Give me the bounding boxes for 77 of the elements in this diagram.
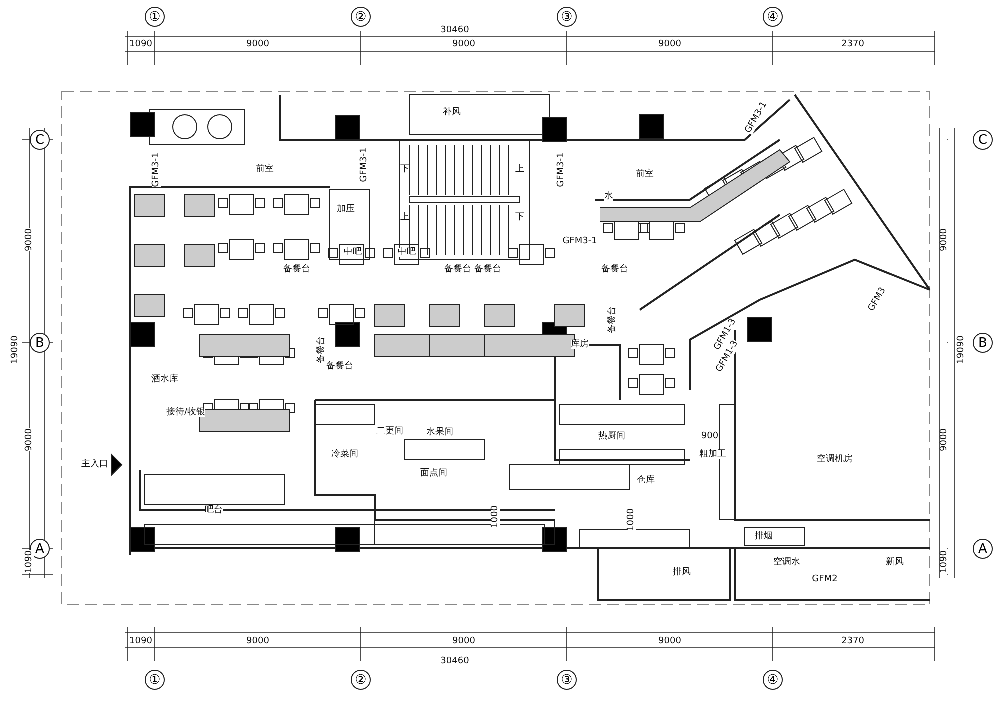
room-label: 900 xyxy=(701,432,719,442)
room-label: 接待/收银 xyxy=(166,408,206,418)
axis-label: ① xyxy=(145,7,165,27)
room-label: 备餐台 xyxy=(602,266,628,274)
room-label: 冷菜间 xyxy=(332,450,358,460)
room-label: 新风 xyxy=(886,558,904,568)
room-label: 热厨间 xyxy=(598,432,626,442)
dimension-text: 9000 xyxy=(940,428,950,452)
dimension-text: 1090 xyxy=(940,550,950,574)
dimension-text: 2370 xyxy=(842,638,864,646)
dimension-text: 1090 xyxy=(130,40,152,50)
dimension-text: 9000 xyxy=(658,638,682,646)
room-label: 备餐台 xyxy=(284,266,310,274)
room-label: 上 xyxy=(400,214,410,222)
room-label: 加压 xyxy=(337,206,355,214)
room-label: 备餐台 xyxy=(608,306,618,334)
room-label: 水 xyxy=(604,192,614,202)
dimension-text: 9000 xyxy=(246,40,270,50)
room-label: 空调机房 xyxy=(817,456,853,464)
room-label: 上 xyxy=(516,166,524,174)
dimension-text: 1090 xyxy=(26,550,34,574)
room-label: GFM2 xyxy=(812,576,838,584)
room-label: 下 xyxy=(400,166,410,174)
dimension-text: 19090 xyxy=(12,336,20,364)
room-label: GFM3-1 xyxy=(562,238,598,246)
axis-label: ① xyxy=(145,670,165,690)
dimension-text: 9000 xyxy=(940,228,950,252)
axis-label: ③ xyxy=(557,7,577,27)
axis-label: ④ xyxy=(763,670,783,690)
dimension-text: 30460 xyxy=(440,658,470,666)
axis-label: ③ xyxy=(557,670,577,690)
room-label: 中吧 xyxy=(398,248,416,258)
room-label: 排风 xyxy=(673,568,691,578)
dimension-text: 19090 xyxy=(958,336,966,364)
room-label: 备餐台 xyxy=(326,362,354,372)
axis-label: ② xyxy=(351,670,371,690)
dimension-text: 9000 xyxy=(452,638,476,646)
room-label: 面点间 xyxy=(420,470,448,478)
room-label: 二更间 xyxy=(376,428,404,436)
dimension-text: 2370 xyxy=(842,40,864,50)
room-label: 粗加工 xyxy=(700,450,726,460)
axis-label: B xyxy=(973,333,993,353)
dimension-text: 9000 xyxy=(452,40,476,50)
room-label: 前室 xyxy=(636,170,654,180)
axis-label: B xyxy=(30,333,50,353)
dimension-text: 30460 xyxy=(440,26,470,36)
room-label: GFM3-1 xyxy=(558,152,566,188)
room-label: GFM3-1 xyxy=(360,148,370,182)
dimension-text: 9000 xyxy=(246,638,270,646)
room-label: 吧台 xyxy=(205,506,223,516)
room-label: 1000 xyxy=(492,506,500,528)
room-label: 前室 xyxy=(256,166,274,174)
room-label: 中吧 xyxy=(344,248,362,258)
axis-label: C xyxy=(30,130,50,150)
room-label: 备餐台 xyxy=(444,266,472,274)
axis-label: ④ xyxy=(763,7,783,27)
room-label: 仓库 xyxy=(637,476,655,486)
room-label: 补风 xyxy=(443,108,461,118)
axis-label: A xyxy=(973,539,993,559)
room-label: 空调水 xyxy=(774,558,800,568)
room-label: 下 xyxy=(516,214,524,222)
room-label: 主入口 xyxy=(82,460,108,470)
axis-label: ② xyxy=(351,7,371,27)
axis-label: C xyxy=(973,130,993,150)
room-label: 1000 xyxy=(628,508,636,532)
room-label: 酒水库 xyxy=(152,376,178,384)
dimension-text: 9000 xyxy=(26,428,34,452)
dimension-text: 9000 xyxy=(658,40,682,50)
room-label: 水果间 xyxy=(426,428,454,438)
room-label: 备餐台 xyxy=(474,266,502,274)
axis-label: A xyxy=(30,539,50,559)
room-label: 1090 xyxy=(130,638,152,646)
room-label: 备餐台 xyxy=(318,336,326,364)
room-label: 库房 xyxy=(571,340,589,350)
room-label: 排烟 xyxy=(755,532,773,542)
room-label: GFM3-1 xyxy=(152,152,162,188)
dimension-text: 9000 xyxy=(26,228,34,252)
